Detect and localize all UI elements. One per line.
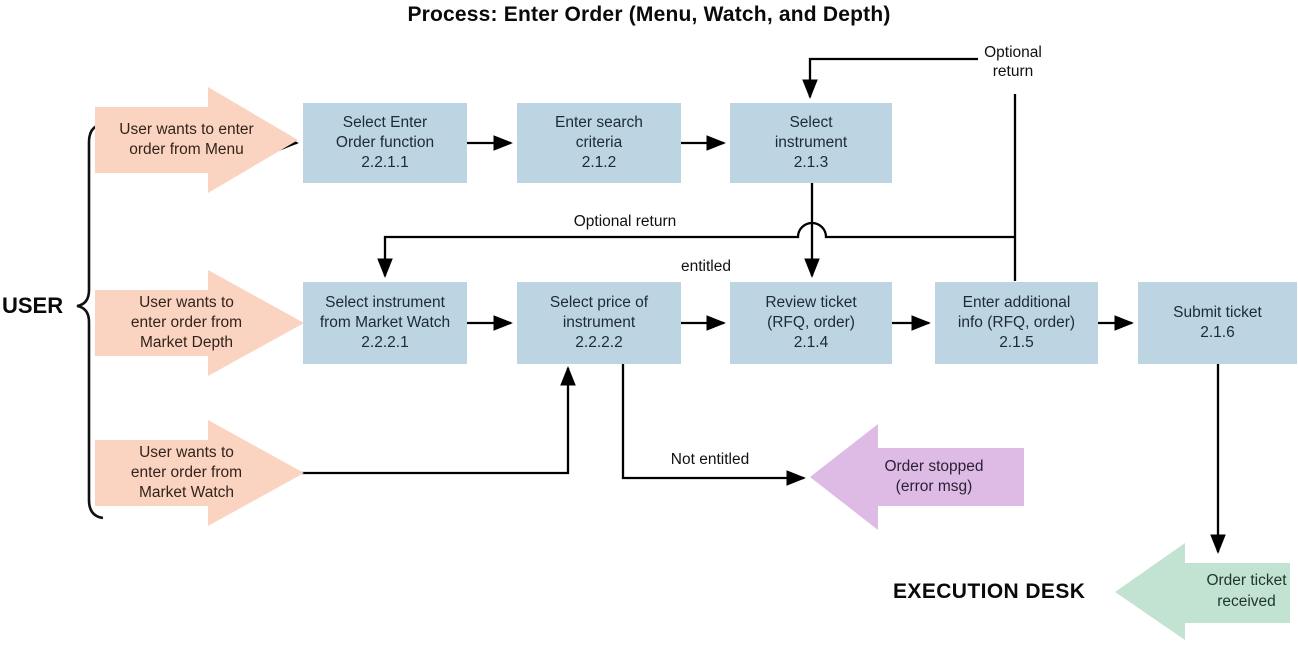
outcome-arrow-order-ticket-received: Order ticket received [1115,543,1290,640]
user-actor-label: USER [2,293,64,318]
step-select-enter-order-function: Select Enter Order function 2.2.1.1 [303,103,467,183]
trigger-arrow-market-watch: User wants to enter order from Market Wa… [95,420,304,526]
connector-optional-return-to-213 [802,57,978,99]
step-select-instrument-market-watch: Select instrument from Market Watch 2.2.… [303,282,467,364]
step-label: Select price of instrument 2.2.2.2 [549,293,649,352]
step-submit-ticket: Submit ticket 2.1.6 [1138,282,1297,364]
connector-watch-to-2222 [276,366,576,475]
optional-return-top-label: Optional return [984,44,1042,80]
step-enter-additional-info: Enter additional info (RFQ, order) 2.1.5 [935,282,1098,364]
optional-return-mid-label: Optional return [573,213,677,230]
step-label: Select instrument from Market Watch 2.2.… [319,293,451,352]
step-label: Review ticket (RFQ, order) 2.1.4 [765,293,857,352]
step-label: Submit ticket 2.1.6 [1173,303,1262,341]
page-title: Process: Enter Order (Menu, Watch, and D… [407,3,891,26]
outcome-arrow-order-stopped: Order stopped (error msg) [810,424,1024,530]
trigger-arrow-market-depth: User wants to enter order from Market De… [95,270,304,376]
step-label: Enter additional info (RFQ, order) 2.1.5 [957,293,1076,352]
trigger-arrow-market-depth-label: User wants to enter order from Market De… [130,293,243,352]
not-entitled-label: Not entitled [670,451,750,468]
step-label: Select instrument 2.1.3 [774,113,848,172]
order-stopped-label: Order stopped (error msg) [884,457,984,495]
step-select-price-of-instrument: Select price of instrument 2.2.2.2 [517,282,681,364]
step-enter-search-criteria: Enter search criteria 2.1.2 [517,103,681,183]
trigger-arrow-menu: User wants to enter order from Menu [95,87,298,193]
step-select-instrument: Select instrument 2.1.3 [730,103,892,183]
step-label: Enter search criteria 2.1.2 [555,113,643,172]
execution-desk-label: EXECUTION DESK [893,580,1086,603]
step-label: Select Enter Order function 2.2.1.1 [335,113,435,172]
order-ticket-received-label: Order ticket received [1206,572,1287,610]
trigger-arrow-market-watch-label: User wants to enter order from Market Wa… [130,443,243,502]
step-review-ticket: Review ticket (RFQ, order) 2.1.4 [730,282,892,364]
trigger-arrow-menu-label: User wants to enter order from Menu [119,120,254,158]
entitled-label: entitled [681,258,731,275]
